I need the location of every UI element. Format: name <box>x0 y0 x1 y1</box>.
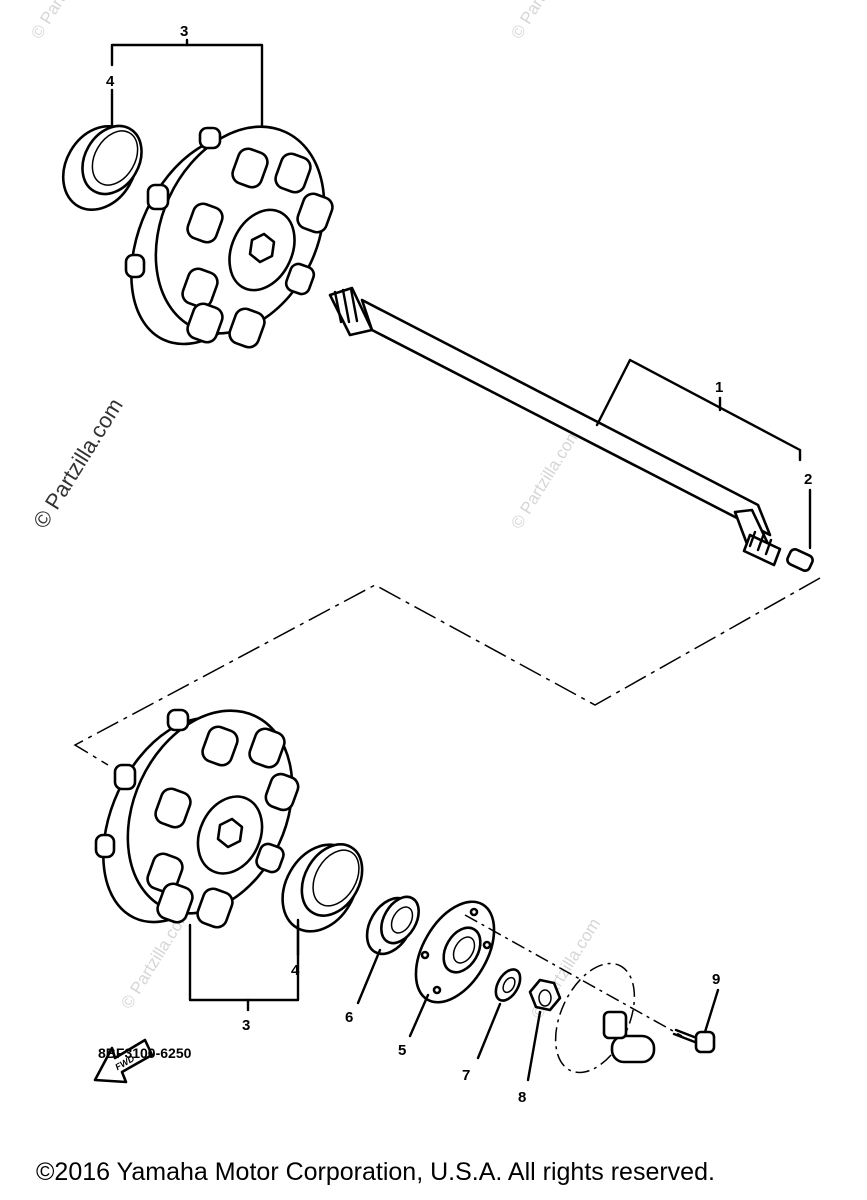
callout-label: 7 <box>462 1067 470 1084</box>
upper-ring-part <box>61 124 143 212</box>
callout-label: 3 <box>242 1017 250 1034</box>
callout-label: 6 <box>345 1009 353 1026</box>
connector-line <box>73 577 821 766</box>
callout-label: 4 <box>106 73 115 90</box>
callout-4-lower: 4 <box>291 918 300 979</box>
callout-7: 7 <box>462 1002 502 1084</box>
washer-part <box>494 968 522 1002</box>
plug-part <box>786 548 814 572</box>
callout-6: 6 <box>345 948 382 1026</box>
callout-label: 8 <box>518 1089 526 1106</box>
callout-4-upper: 4 <box>106 73 115 132</box>
copyright-notice: ©2016 Yamaha Motor Corporation, U.S.A. A… <box>36 1158 715 1186</box>
callout-3-lower: 3 <box>188 923 300 1034</box>
callout-3-upper: 3 <box>110 23 264 132</box>
callout-1: 1 <box>595 358 802 462</box>
housing-part <box>554 962 656 1074</box>
upper-sprocket <box>124 125 334 349</box>
axis-line <box>464 914 683 1037</box>
callout-label: 4 <box>291 962 300 979</box>
drive-shaft <box>328 286 782 567</box>
diagram-code: 8BF3100-6250 <box>98 1045 192 1061</box>
lower-sprocket <box>94 708 300 929</box>
callout-label: 5 <box>398 1042 406 1059</box>
lower-ring-part <box>281 843 364 933</box>
callout-label: 3 <box>180 23 188 40</box>
nut-part <box>528 978 562 1012</box>
watermark-text: © Partzilla.com <box>507 0 584 42</box>
watermark-text: © Partzilla.com <box>507 425 584 532</box>
callout-8: 8 <box>518 1010 542 1106</box>
callout-label: 1 <box>715 379 723 396</box>
callout-label: 2 <box>804 471 812 488</box>
callout-9: 9 <box>703 971 720 1034</box>
bearing-part <box>365 895 420 956</box>
watermark-text: © Partzilla.com <box>28 394 128 533</box>
fwd-arrow-icon: FWD <box>93 1038 154 1084</box>
bolt-part <box>672 1028 716 1054</box>
watermark-text: © Partzilla.com <box>27 0 104 42</box>
flange-part <box>414 900 496 1004</box>
callout-5: 5 <box>398 993 430 1059</box>
callout-label: 9 <box>712 971 720 988</box>
callout-2: 2 <box>804 471 812 550</box>
